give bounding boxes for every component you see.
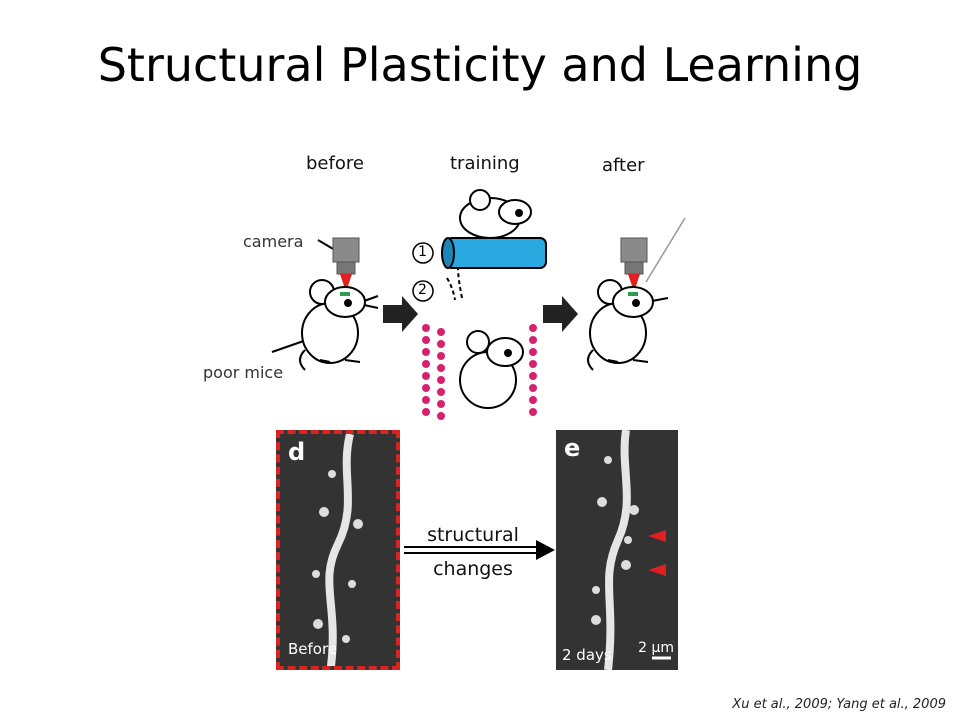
scale-bar-label: 2 µm xyxy=(638,640,674,656)
camera-icon xyxy=(332,237,360,292)
label-poor-mice: poor mice xyxy=(203,363,284,382)
slide-title: Structural Plasticity and Learning xyxy=(97,38,863,92)
camera-icon xyxy=(620,237,648,292)
marker-arrow-icon xyxy=(648,530,666,542)
mouse-icon xyxy=(459,330,524,409)
citation: Xu et al., 2009; Yang et al., 2009 xyxy=(732,697,946,712)
bead-chain xyxy=(422,324,537,420)
marker-arrow-icon xyxy=(648,564,666,576)
dendrite-before xyxy=(312,434,363,666)
structural-changes-text: structural changes xyxy=(413,518,533,586)
label-training: training xyxy=(450,153,520,174)
dendrite-after xyxy=(591,430,671,670)
label-after: after xyxy=(602,155,645,176)
panel-letter-d: d xyxy=(288,438,306,466)
micrograph-before: d Before xyxy=(276,430,400,670)
double-arrow xyxy=(404,540,555,560)
structural-changes-line1: structural xyxy=(427,524,519,546)
step-2: 2 xyxy=(418,282,427,298)
label-camera: camera xyxy=(243,232,304,251)
micrograph-after: e 2 days 2 µm xyxy=(556,430,678,670)
arrow-right-icon xyxy=(543,296,578,332)
step-1: 1 xyxy=(418,244,427,260)
arrow-right-icon xyxy=(383,296,418,332)
panel-letter-e: e xyxy=(564,434,581,462)
arrow-right-icon xyxy=(536,540,555,560)
structural-changes-line2: changes xyxy=(433,558,513,580)
caption-2-days: 2 days xyxy=(562,646,612,664)
mouse-icon xyxy=(587,279,669,371)
label-before: before xyxy=(306,153,364,174)
training-diagram xyxy=(271,189,686,420)
caption-before: Before xyxy=(288,640,338,658)
mouse-icon xyxy=(459,189,532,239)
mouse-icon xyxy=(299,279,379,371)
